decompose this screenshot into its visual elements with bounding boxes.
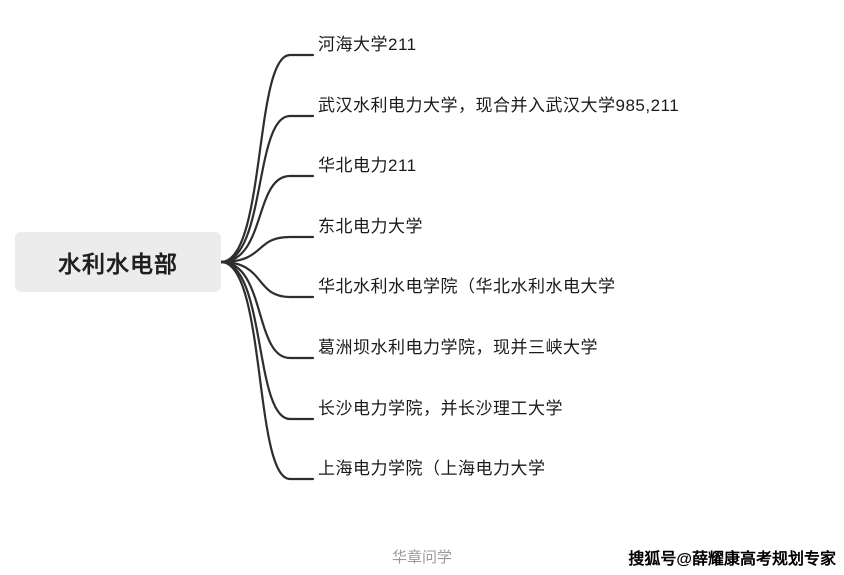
caption: 华章问学 — [391, 549, 453, 566]
branch-label: 华北电力211 — [318, 156, 417, 175]
branch-paths — [219, 53, 315, 481]
branch-line — [219, 114, 315, 264]
branch-label: 长沙电力学院，并长沙理工大学 — [318, 399, 563, 418]
branch-line — [219, 260, 315, 421]
branch-label: 武汉水利电力大学，现合并入武汉大学985,211 — [318, 96, 680, 115]
watermark: 搜狐号@薛耀康高考规划专家 — [628, 551, 836, 568]
branch-label: 上海电力学院（上海电力大学 — [318, 459, 546, 478]
branch-label: 葛洲坝水利电力学院，现并三峡大学 — [318, 338, 598, 357]
root-node-label: 水利水电部 — [58, 251, 178, 277]
branch-line — [219, 260, 315, 360]
branch-line — [219, 260, 315, 481]
branch-line — [219, 235, 315, 264]
branch-label: 东北电力大学 — [318, 217, 423, 236]
branch-label: 河海大学211 — [318, 35, 417, 54]
branch-line — [219, 53, 315, 264]
branch-line — [219, 260, 315, 299]
root-node: 水利水电部 — [15, 232, 221, 292]
branch-label: 华北水利水电学院（华北水利水电大学 — [318, 277, 616, 296]
branch-line — [219, 174, 315, 264]
